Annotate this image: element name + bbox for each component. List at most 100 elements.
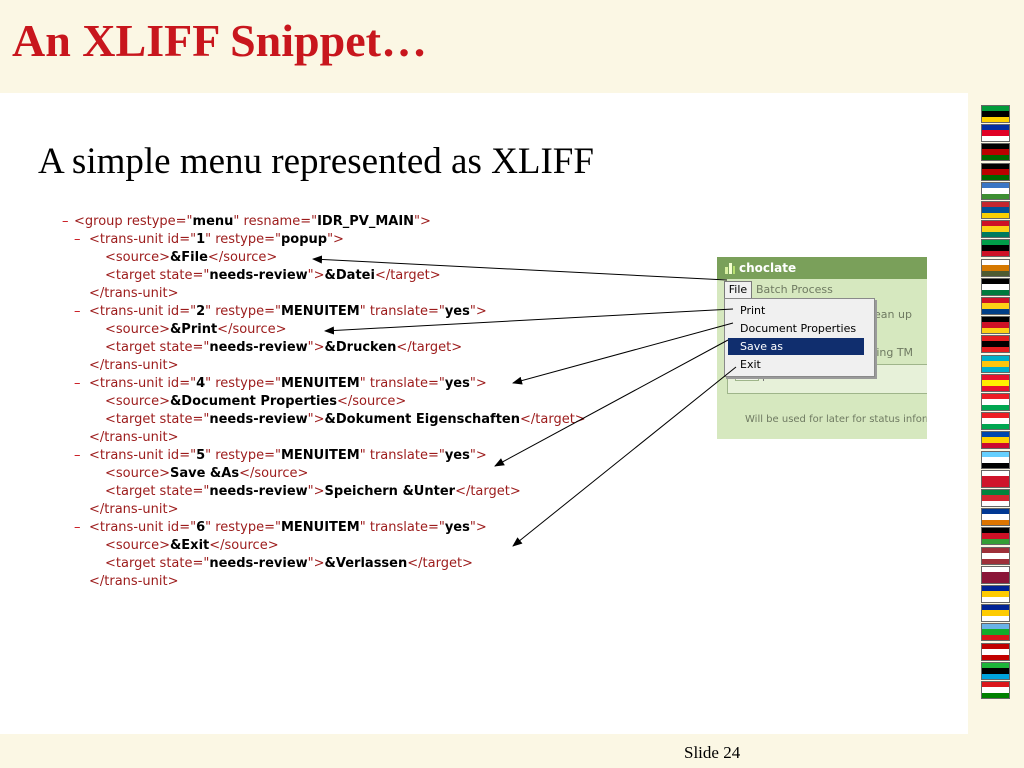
xml-token: " translate=": [359, 520, 445, 535]
kyrgyzstan-flag-icon: [981, 373, 1010, 392]
xml-token: needs-review: [209, 340, 308, 355]
xml-token: " resname=": [233, 214, 318, 229]
cyprus-flag-icon: [981, 258, 1010, 277]
xml-token: </source>: [207, 250, 278, 265]
xml-token: ">: [327, 232, 344, 247]
xml-token: yes: [444, 448, 470, 463]
xml-token: </target>: [374, 268, 441, 283]
xml-line: –<trans-unit id="6" restype="MENUITEM" t…: [74, 519, 487, 537]
xml-token: <target state=": [105, 268, 210, 283]
file-dropdown: Print Document Properties Save as Exit: [724, 298, 875, 377]
xml-line: <target state="needs-review">&Verlassen<…: [105, 555, 473, 573]
xml-line: <source>&File</source>: [105, 249, 277, 267]
xml-token: </trans-unit>: [89, 430, 179, 445]
xml-line: <target state="needs-review">Speichern &…: [105, 483, 521, 501]
latvia-flag-icon: [981, 546, 1010, 565]
collapse-toggle[interactable]: –: [74, 232, 81, 247]
app-window: choclate File Batch Process ean up ting …: [717, 257, 927, 439]
xml-token: <trans-unit id=": [89, 232, 197, 247]
xml-token: <target state=": [105, 556, 210, 571]
xml-token: Speichern &Unter: [324, 484, 456, 499]
xml-line: <source>Save &As</source>: [105, 465, 308, 483]
xml-line: –<trans-unit id="2" restype="MENUITEM" t…: [74, 303, 487, 321]
footer-band: [0, 734, 1024, 768]
xml-token: menu: [192, 214, 234, 229]
xml-token: yes: [444, 520, 470, 535]
turkmenistan-flag-icon: [981, 489, 1010, 507]
jamaica-flag-icon: [981, 105, 1010, 123]
xml-token: ">: [469, 304, 487, 319]
qatar-flag-icon: [981, 565, 1010, 584]
xml-token: &Verlassen: [324, 556, 408, 571]
xml-token: <group restype=": [74, 214, 193, 229]
xml-token: yes: [444, 304, 470, 319]
partial-label-tm: ting TM: [872, 346, 914, 359]
menu-item-print[interactable]: Print: [740, 304, 766, 317]
collapse-toggle[interactable]: –: [74, 520, 81, 535]
xml-token: &File: [169, 250, 208, 265]
xml-token: 4: [196, 376, 206, 391]
xml-token: </source>: [209, 538, 279, 553]
xml-token: needs-review: [209, 268, 308, 283]
xml-token: MENUITEM: [280, 376, 360, 391]
xml-token: </trans-unit>: [89, 286, 179, 301]
xml-token: ">: [307, 484, 325, 499]
xml-token: 1: [196, 232, 206, 247]
menu-item-document-properties[interactable]: Document Properties: [740, 322, 857, 335]
xml-token: 6: [196, 520, 206, 535]
xml-token: <target state=": [105, 412, 210, 427]
tanzania-flag-icon: [981, 661, 1010, 680]
xml-token: <source>: [105, 394, 170, 409]
xml-line: <target state="needs-review">&Drucken</t…: [105, 339, 462, 357]
kazakhstan-flag-icon: [981, 354, 1010, 373]
kenya-2-flag-icon: [981, 162, 1010, 181]
collapse-toggle[interactable]: –: [62, 214, 69, 229]
status-text: Will be used for later for status inform: [745, 414, 927, 425]
xml-token: &Datei: [324, 268, 375, 283]
xml-token: " restype=": [205, 520, 281, 535]
slide-number: Slide 24: [684, 743, 741, 762]
xml-token: " restype=": [205, 232, 281, 247]
menu-item-exit[interactable]: Exit: [740, 358, 761, 371]
xml-token: &Document Properties: [169, 394, 337, 409]
marshall-islands-flag-icon: [981, 508, 1010, 527]
xml-token: </target>: [407, 556, 473, 571]
malta-flag-icon: [981, 469, 1010, 488]
xml-token: ">: [469, 448, 487, 463]
xml-token: </trans-unit>: [89, 574, 179, 589]
xml-token: ">: [469, 376, 487, 391]
xml-token: <source>: [105, 322, 170, 337]
xml-token: MENUITEM: [280, 448, 360, 463]
grenada-flag-icon: [981, 220, 1010, 239]
xml-token: </target>: [455, 484, 521, 499]
xml-token: " translate=": [359, 376, 445, 391]
collapse-toggle[interactable]: –: [74, 448, 81, 463]
xml-line: </trans-unit>: [89, 357, 178, 375]
xml-token: 2: [196, 304, 206, 319]
xml-token: yes: [444, 376, 470, 391]
kenya-flag-icon: [981, 143, 1010, 162]
lebanon-2-flag-icon: [981, 412, 1010, 431]
xml-token: <source>: [105, 250, 170, 265]
xml-token: </target>: [520, 412, 586, 427]
collapse-toggle[interactable]: –: [74, 376, 81, 391]
xml-token: ">: [414, 214, 431, 229]
bosnia-2-flag-icon: [981, 604, 1010, 623]
xml-token: </source>: [336, 394, 407, 409]
xml-token: popup: [280, 232, 328, 247]
page-title: An XLIFF Snippet…: [12, 15, 427, 66]
menu-batch-process[interactable]: Batch Process: [756, 283, 833, 296]
xml-token: &Dokument Eigenschaften: [324, 412, 520, 427]
xml-token: <trans-unit id=": [89, 520, 197, 535]
arrow-save-as: [494, 339, 729, 467]
xml-token: </source>: [217, 322, 287, 337]
xml-line: –<trans-unit id="5" restype="MENUITEM" t…: [74, 447, 487, 465]
collapse-toggle[interactable]: –: [74, 304, 81, 319]
xml-line: </trans-unit>: [89, 501, 178, 519]
moldova-flag-icon: [981, 431, 1010, 450]
menu-item-save-as[interactable]: Save as: [728, 338, 864, 355]
bosnia-flag-icon: [981, 585, 1010, 603]
partial-label-clean-up: ean up: [874, 308, 912, 321]
comoros-flag-icon: [981, 181, 1010, 200]
